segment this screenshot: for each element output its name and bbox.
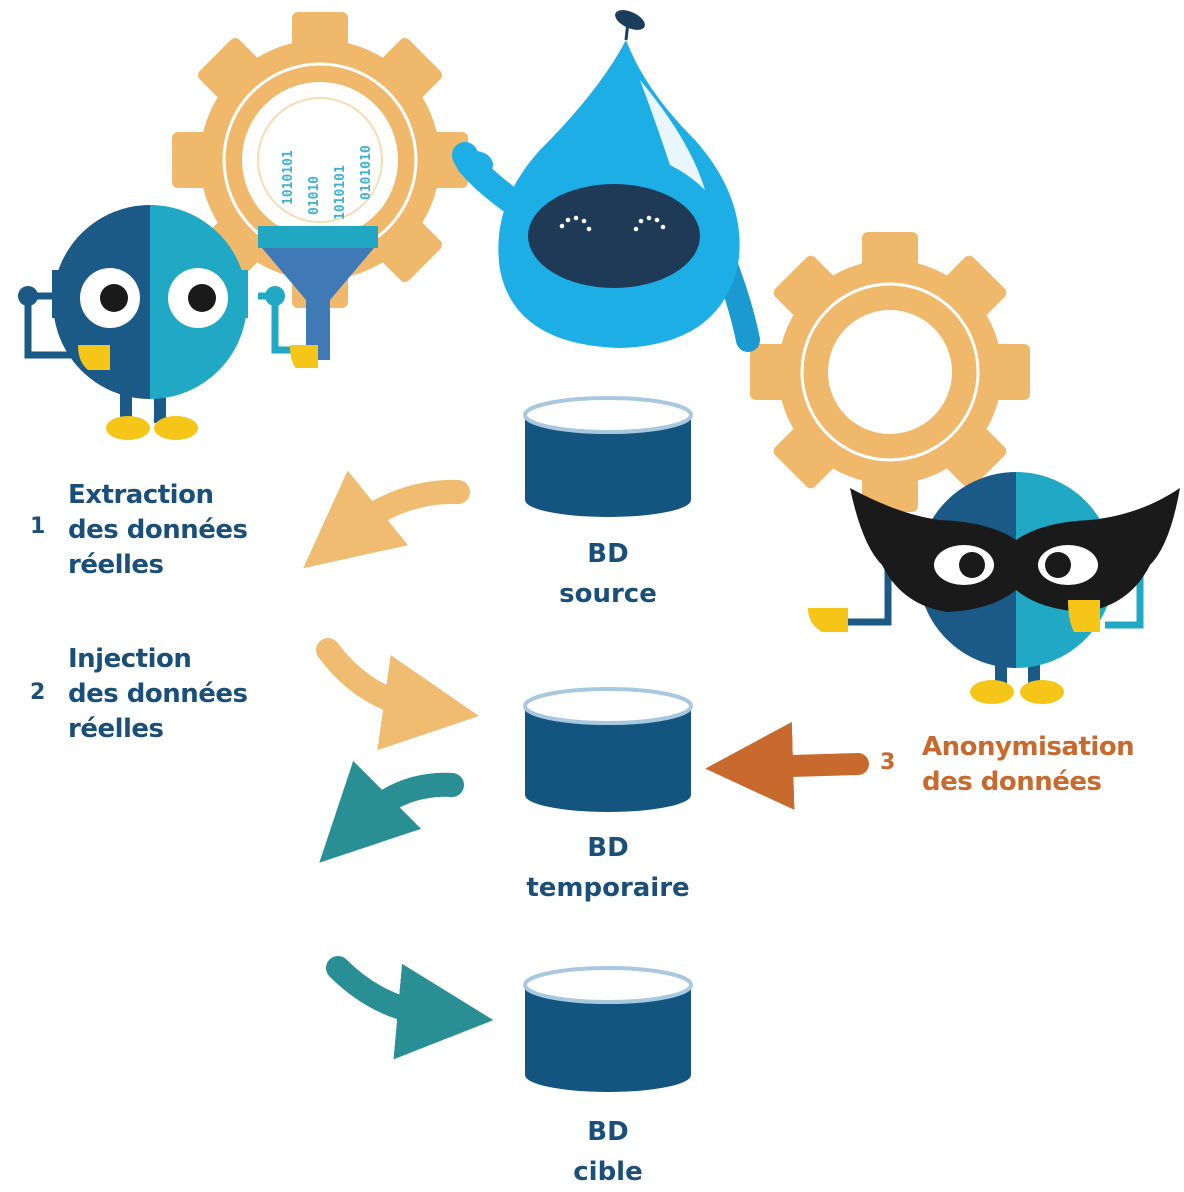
arrow-icon: [303, 470, 470, 569]
step-label-line: réelles: [68, 550, 164, 580]
step-number: 1: [30, 514, 46, 539]
arrow-icon: [316, 638, 480, 751]
arrow-icon: [319, 760, 464, 863]
mask-icon: [850, 488, 1180, 612]
funnel-icon: [258, 226, 378, 360]
robot-icon: [18, 205, 318, 440]
database-label: BD temporaire: [498, 828, 718, 908]
step-label-line: Injection: [68, 644, 192, 674]
step-number: 2: [30, 680, 46, 705]
step-label-line: Extraction: [68, 480, 214, 510]
step-label-line: des données: [68, 515, 248, 545]
database-icon: [523, 966, 693, 1092]
step-number: 3: [880, 750, 896, 775]
database-icon: [523, 687, 693, 812]
database-label-line: BD: [587, 1117, 629, 1147]
binary-column: 01010: [307, 176, 322, 215]
step-label: Injection des données réelles: [68, 642, 248, 747]
database-label-line: cible: [573, 1157, 643, 1187]
step-label-line: réelles: [68, 714, 164, 744]
database-label: BD source: [498, 534, 718, 614]
database-label-line: temporaire: [526, 873, 690, 903]
step-label-line: Anonymisation: [922, 732, 1135, 762]
database-label-line: source: [559, 579, 657, 609]
binary-column: 1010101: [333, 165, 348, 220]
database-label: BD cible: [498, 1112, 718, 1192]
gear-icon: [172, 12, 468, 308]
binary-data-icon: 1010101 01010 1010101 0101010: [281, 145, 374, 220]
step-label: Extraction des données réelles: [68, 478, 248, 583]
masked-robot-icon: [808, 472, 1180, 704]
arrow-icon: [326, 956, 494, 1060]
database-label-line: BD: [587, 833, 629, 863]
step-label: Anonymisation des données: [922, 730, 1135, 800]
database-icon: [523, 396, 693, 517]
step-label-line: des données: [68, 679, 248, 709]
step-label-line: des données: [922, 767, 1102, 797]
binary-column: 1010101: [281, 150, 296, 205]
binary-column: 0101010: [359, 145, 374, 200]
gear-icon: [750, 232, 1030, 512]
database-label-line: BD: [587, 539, 629, 569]
water-drop-mascot-icon: [452, 10, 760, 352]
arrow-icon: [705, 721, 869, 810]
